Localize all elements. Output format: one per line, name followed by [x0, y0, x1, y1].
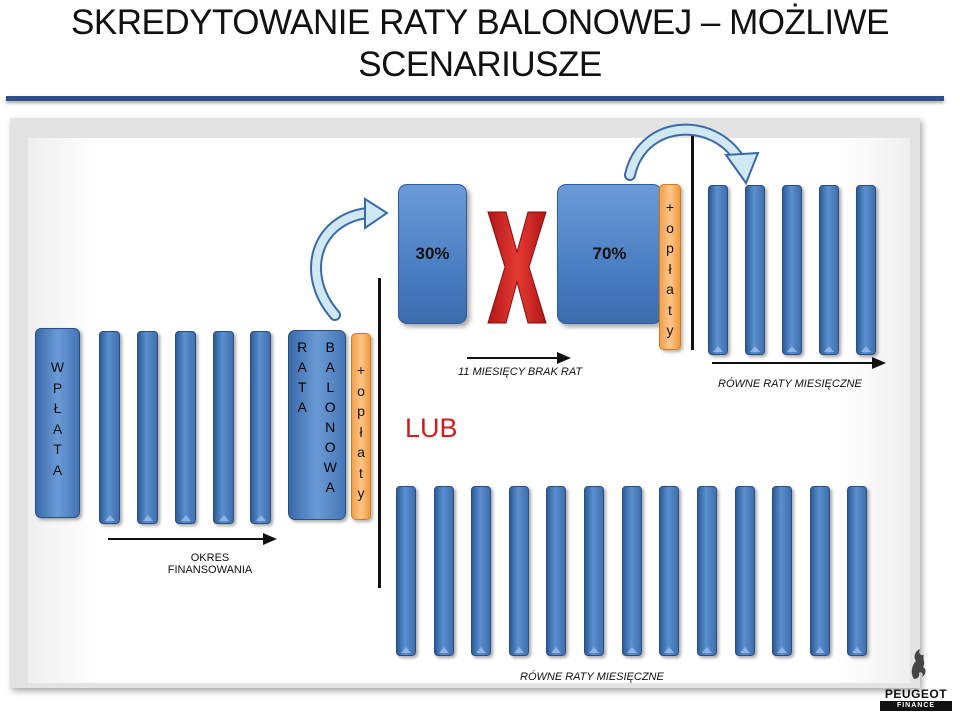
balonowa-letter: N: [325, 419, 336, 435]
oplaty-box-right: + o p ł a t y: [659, 184, 681, 350]
wplata-letter: Ł: [53, 400, 62, 416]
balonowa-letter: O: [324, 439, 336, 455]
oplaty-letter: o: [666, 219, 674, 236]
oplaty-letter: p: [357, 403, 365, 419]
installment-bar: [396, 486, 416, 656]
installment-bar: [137, 331, 158, 524]
installment-bar: [856, 185, 876, 355]
lub-label: LUB: [405, 413, 458, 443]
balonowa-column: B A L O N O W A: [324, 337, 337, 519]
installment-bar: [622, 486, 642, 656]
installment-bar: [471, 486, 491, 656]
rata-letter: A: [297, 359, 307, 375]
oplaty-letter: o: [357, 382, 365, 399]
wplata-box: W P Ł A T A: [35, 328, 80, 518]
oplaty-letter: t: [359, 464, 363, 481]
label-rowne-raty-top: RÓWNE RATY MIESIĘCZNE: [718, 378, 862, 390]
balonowa-letter: A: [325, 479, 335, 495]
block-30-label: 30%: [415, 244, 450, 263]
block-70-percent: 70%: [557, 184, 662, 324]
label-brak-rat: 11 MIESIĘCY BRAK RAT: [458, 366, 583, 378]
installment-bar: [434, 486, 454, 656]
rata-column: R A T A: [297, 337, 307, 519]
balonowa-letter: W: [323, 459, 337, 475]
peugeot-lion-icon: [911, 649, 926, 679]
installment-bar: [175, 331, 196, 524]
logo-wordmark: PEUGEOT: [884, 687, 948, 701]
installment-bar: [213, 331, 234, 524]
installment-bar: [772, 486, 792, 656]
installment-bar: [819, 185, 839, 355]
label-okres-line-2: FINANSOWANIA: [167, 564, 253, 576]
installment-bar: [697, 486, 717, 656]
wplata-letter: A: [52, 420, 63, 437]
arrow-rowne-top-icon: [712, 357, 886, 369]
oplaty-letter: ł: [668, 260, 672, 277]
oplaty-letter: +: [356, 362, 366, 378]
arrow-brak-rat-icon: [467, 352, 571, 364]
oplaty-letter: p: [666, 240, 674, 256]
curved-arrow-left-icon: [310, 197, 389, 321]
label-okres-finansowania: OKRES FINANSOWANIA: [155, 552, 265, 576]
oplaty-letter: +: [665, 199, 675, 215]
divider-line-left: [378, 278, 381, 588]
title-line-1: SKREDYTOWANIE RATY BALONOWEJ – MOŻLIWE: [71, 3, 889, 42]
installment-bar: [509, 486, 529, 656]
page-title: SKREDYTOWANIE RATY BALONOWEJ – MOŻLIWE S…: [0, 2, 960, 86]
balonowa-letter: A: [325, 359, 335, 375]
installment-bar: [810, 486, 830, 656]
installment-bar: [847, 486, 867, 656]
oplaty-letter: a: [666, 281, 674, 297]
balonowa-letter: L: [326, 379, 335, 395]
installment-bar: [659, 486, 679, 656]
wplata-letter: P: [52, 379, 63, 396]
oplaty-letter: y: [357, 485, 365, 501]
block-70-label: 70%: [592, 244, 627, 263]
wplata-letter: W: [50, 359, 65, 375]
installment-bar: [708, 185, 728, 355]
oplaty-letter: y: [666, 322, 674, 338]
installment-bar: [250, 331, 271, 524]
peugeot-finance-logo: PEUGEOT FINANCE: [880, 645, 952, 711]
label-rowne-raty-bottom: RÓWNE RATY MIESIĘCZNE: [520, 671, 664, 683]
balonowa-letter: O: [324, 399, 336, 415]
rata-letter: A: [297, 399, 307, 415]
oplaty-letter: t: [668, 301, 672, 318]
wplata-letter: A: [52, 461, 63, 478]
installment-bar: [735, 486, 755, 656]
oplaty-letter: a: [357, 444, 365, 460]
wplata-letter: T: [53, 441, 62, 457]
installment-bar: [99, 331, 120, 524]
block-30-percent: 30%: [398, 184, 467, 324]
installment-bar: [782, 185, 802, 355]
oplaty-box-left: + o p ł a t y: [351, 333, 371, 520]
label-okres-line-1: OKRES: [190, 552, 230, 564]
title-line-2: SCENARIUSZE: [358, 45, 602, 84]
rata-letter: R: [297, 339, 308, 355]
installment-bar: [745, 185, 765, 355]
divider-line-right: [691, 125, 694, 350]
installment-bar: [584, 486, 604, 656]
logo-subtext: FINANCE: [880, 701, 952, 711]
arrow-okres-icon: [108, 533, 277, 545]
curved-arrow-right-icon: [624, 123, 760, 186]
installment-bar: [546, 486, 566, 656]
balonowa-letter: B: [325, 339, 335, 355]
red-cross-icon: [487, 211, 547, 324]
oplaty-letter: ł: [359, 423, 363, 440]
rata-balonowa-box: R A T A B A L O N O W A: [288, 330, 346, 520]
title-divider: [6, 96, 944, 101]
rata-letter: T: [297, 379, 307, 395]
